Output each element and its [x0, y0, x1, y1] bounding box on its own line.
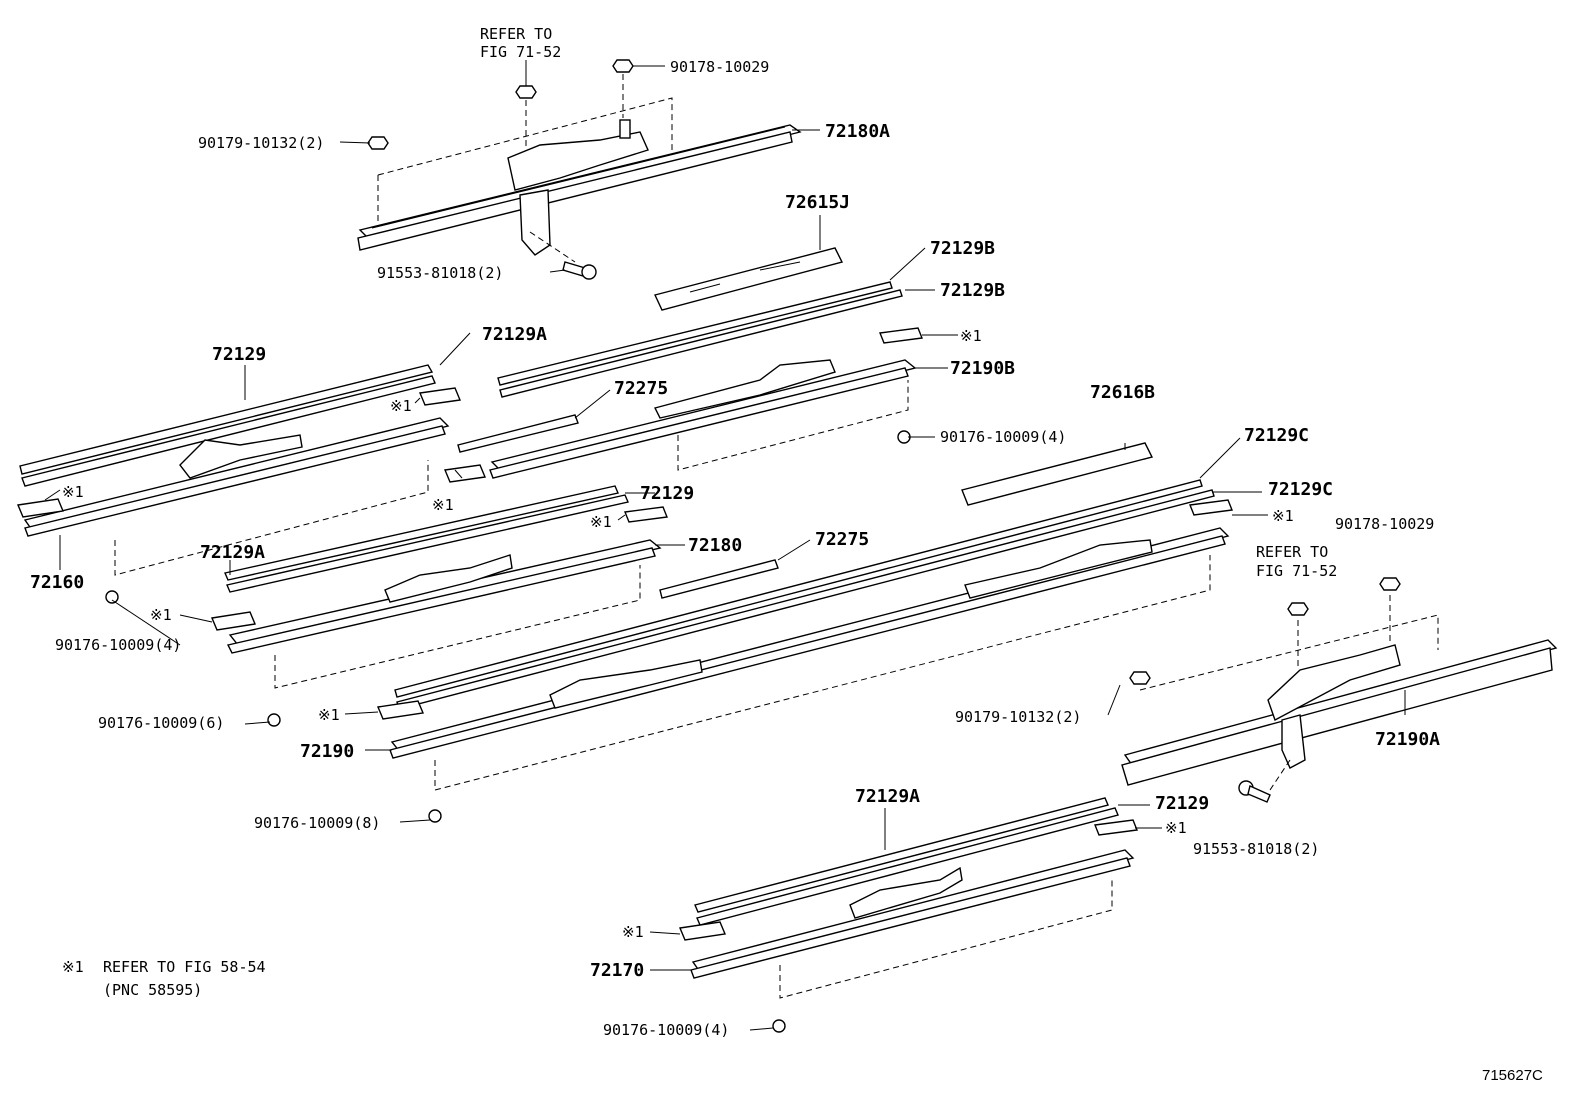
rail-72160	[17, 387, 461, 576]
label-90179-10132-top: 90179-10132(2)	[198, 134, 324, 152]
rail-72190A	[1121, 595, 1558, 791]
rails-72129A-bottom	[694, 797, 1119, 926]
label-90176-10009-4-left: 90176-10009(4)	[55, 636, 181, 654]
label-91553-81018-right: 91553-81018(2)	[1193, 840, 1319, 858]
bolt-icon	[1238, 780, 1271, 803]
note-line-1: REFER TO FIG 58-54	[103, 958, 266, 976]
rail-72180	[211, 464, 668, 689]
note-line-2: (PNC 58595)	[103, 981, 202, 999]
bolt-icon	[562, 261, 597, 280]
label-72180A: 72180A	[825, 121, 890, 142]
label-72616B: 72616B	[1090, 382, 1155, 403]
plate-72616B	[961, 442, 1154, 506]
rail-72190B	[489, 327, 923, 479]
ref1-label-g: ※1	[150, 606, 172, 624]
note-symbol: ※1	[62, 958, 84, 976]
refer-to-fig-label-2a: REFER TO	[1256, 543, 1328, 561]
label-90178-10029-top: 90178-10029	[670, 58, 769, 76]
label-72129-left: 72129	[212, 344, 266, 365]
ref1-label-h: ※1	[318, 706, 340, 724]
rails-72129-middle	[224, 485, 629, 593]
plate-72615J	[654, 247, 844, 311]
clip-icon	[105, 430, 911, 1033]
label-72190B: 72190B	[950, 358, 1015, 379]
rail-72170	[679, 819, 1138, 999]
label-72129-bottom: 72129	[1155, 793, 1209, 814]
label-72180: 72180	[688, 535, 742, 556]
bracket-72275-lower	[659, 559, 779, 599]
label-72129C-1: 72129C	[1244, 425, 1309, 446]
label-72170: 72170	[590, 960, 644, 981]
nut-icon	[1129, 577, 1401, 685]
bracket-72275-upper	[457, 414, 579, 453]
label-90176-10009-4-upper: 90176-10009(4)	[940, 428, 1066, 446]
ref1-label-i: ※1	[1165, 819, 1187, 837]
label-90176-10009-6: 90176-10009(6)	[98, 714, 224, 732]
label-72190A: 72190A	[1375, 729, 1440, 750]
refer-to-fig-label-1b: FIG 71-52	[480, 43, 561, 61]
refer-to-fig-label-2b: FIG 71-52	[1256, 562, 1337, 580]
label-90179-10132-right: 90179-10132(2)	[955, 708, 1081, 726]
label-90176-10009-4-bottom: 90176-10009(4)	[603, 1021, 729, 1039]
label-90176-10009-8: 90176-10009(8)	[254, 814, 380, 832]
label-72129A-upper: 72129A	[482, 324, 547, 345]
label-72190: 72190	[300, 741, 354, 762]
refer-to-fig-label-1a: REFER TO	[480, 25, 552, 43]
label-72275-lower: 72275	[815, 529, 869, 550]
ref1-label-j: ※1	[622, 923, 644, 941]
label-72129B-1: 72129B	[930, 238, 995, 259]
label-91553-81018-top: 91553-81018(2)	[377, 264, 503, 282]
label-72129A-bottom: 72129A	[855, 786, 920, 807]
label-72275-upper: 72275	[614, 378, 668, 399]
ref1-label-e: ※1	[1272, 507, 1294, 525]
figure-id: 715627C	[1482, 1067, 1543, 1084]
ref1-label-a: ※1	[960, 327, 982, 345]
label-90178-10029-right: 90178-10029	[1335, 515, 1434, 533]
label-72160: 72160	[30, 572, 84, 593]
label-72129A-middle: 72129A	[200, 542, 265, 563]
nut-icon	[367, 59, 634, 150]
label-72129-middle: 72129	[640, 483, 694, 504]
label-72615J: 72615J	[785, 192, 850, 213]
ref1-label-f: ※1	[590, 513, 612, 531]
rails-72129B	[497, 281, 903, 398]
ref1-label-b: ※1	[390, 397, 412, 415]
rails-72129-left	[19, 364, 436, 487]
ref1-label-c: ※1	[62, 483, 84, 501]
label-72129C-2: 72129C	[1268, 479, 1333, 500]
rail-72180A	[357, 97, 802, 263]
label-72129B-2: 72129B	[940, 280, 1005, 301]
ref1-label-d: ※1	[432, 496, 454, 514]
leader-lines	[44, 60, 1406, 1031]
rail-72190	[377, 499, 1233, 791]
